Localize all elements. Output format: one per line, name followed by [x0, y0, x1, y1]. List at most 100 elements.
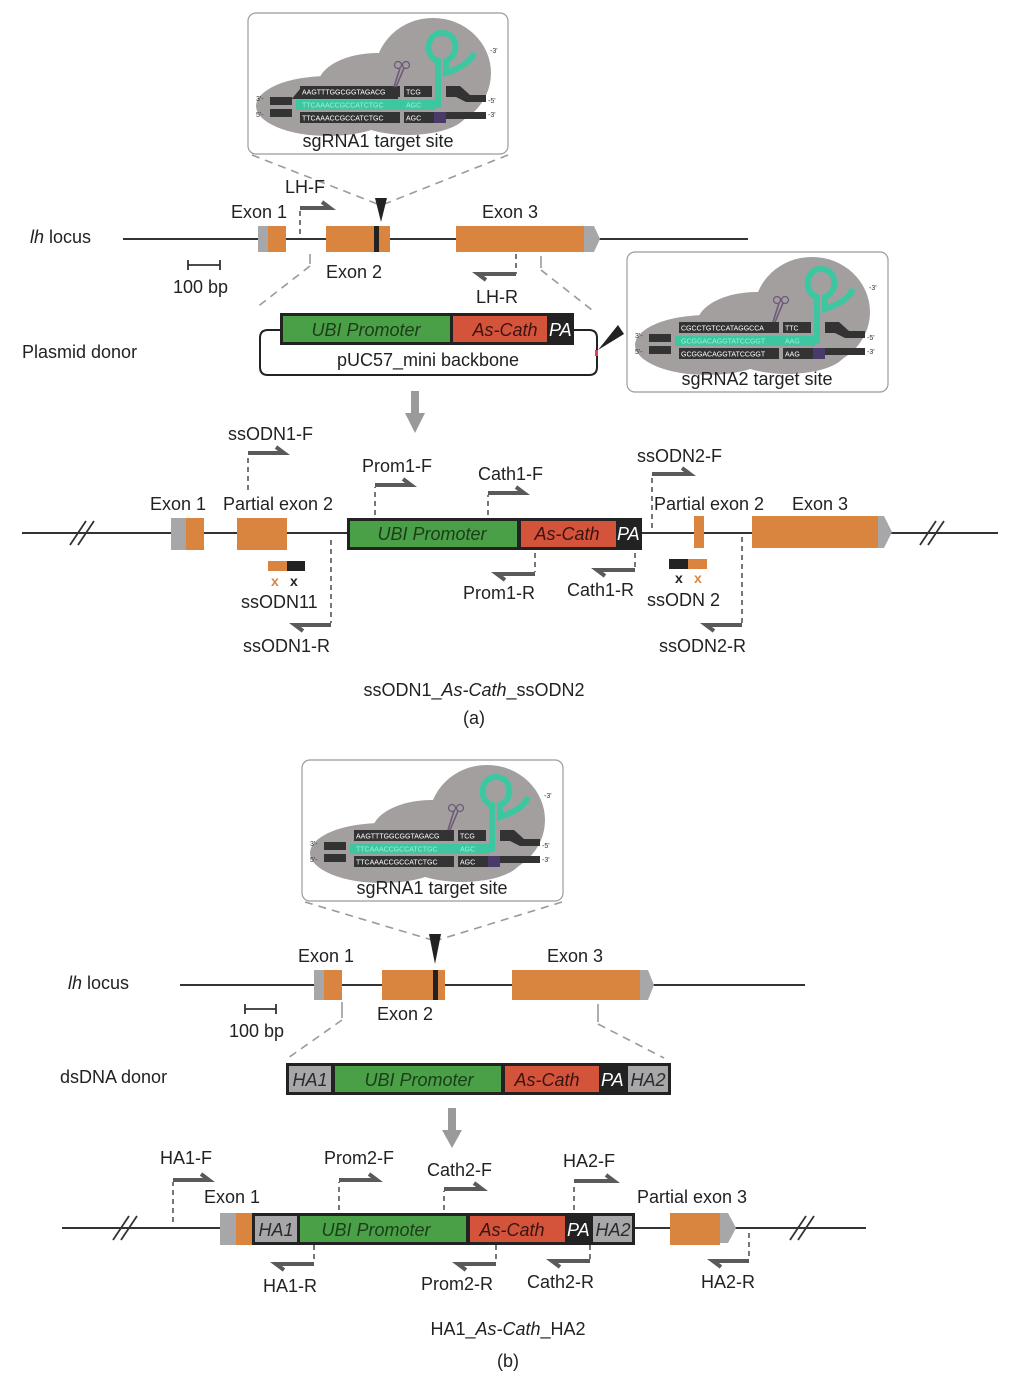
end-label-rna: -3' [544, 793, 552, 800]
exon1-box [236, 1213, 252, 1245]
ha2-label: HA2 [630, 1070, 665, 1090]
top-strand-seq: CGCCTGTCCATAGGCCA [681, 326, 764, 333]
primer-ssodn1-r-arrow-icon [289, 623, 331, 633]
ha1-label: HA1 [258, 1220, 293, 1240]
construct-name-a: ssODN1_As-Cath_ssODN2 [363, 680, 584, 701]
primer-prom2-r-arrow-icon [452, 1262, 496, 1272]
as-cath-label: As-Cath [478, 1220, 544, 1240]
primer-ssodn1-f-arrow-icon [248, 445, 290, 455]
end-label-left-bottom: 5'- [635, 349, 643, 356]
exon3-box [456, 226, 584, 252]
homology-dash-left [287, 1019, 343, 1059]
as-cath-block [453, 316, 547, 342]
bottom-strand-pam: AAG [785, 352, 800, 359]
as-cath-block [505, 1066, 599, 1092]
primer-ssodn2-f-arrow-icon [652, 466, 696, 476]
exon2-label: Exon 2 [377, 1004, 433, 1024]
partial-exon3-box [670, 1213, 720, 1245]
primer-ha2-r-arrow-icon [707, 1259, 749, 1269]
ha2-block [593, 1216, 632, 1242]
partial-exon2-left-label: Partial exon 2 [223, 494, 333, 514]
zoom-line-left [304, 901, 433, 941]
ha1-block [255, 1216, 297, 1242]
exon1-utr [171, 518, 186, 550]
homology-dash-right [597, 1023, 665, 1059]
exon2-box [326, 226, 390, 252]
break-mark-left-icon [112, 1215, 138, 1241]
homology-dash-left [255, 265, 311, 309]
ssodn1-insert-block [287, 561, 305, 571]
primer-ssodn1-r-label: ssODN1-R [243, 636, 330, 656]
partial-exon2-right-box [694, 516, 704, 548]
primer-ha1-f-arrow-icon [173, 1172, 215, 1182]
dsdna-donor-label: dsDNA donor [60, 1067, 167, 1087]
primer-ssodn2-r-label: ssODN2-R [659, 636, 746, 656]
primer-prom2-f-label: Prom2-F [324, 1148, 394, 1168]
pa-label: PA [601, 1070, 624, 1090]
ha2-label: HA2 [595, 1220, 630, 1240]
dna-duplex [270, 86, 486, 123]
end-label-rna: -3' [490, 48, 498, 55]
ssodn2-mark-orange: x [694, 570, 702, 586]
process-arrow-a-icon [405, 391, 425, 433]
primer-prom1-f-arrow-icon [375, 477, 417, 487]
guide-pam: AGC [406, 103, 421, 110]
primer-cath1-f-arrow-icon [488, 485, 530, 495]
primer-prom1-r-label: Prom1-R [463, 583, 535, 603]
primer-ssodn2-r-arrow-icon [700, 623, 742, 633]
sgrna2-pointer-icon [598, 325, 624, 350]
plasmid-donor-label: Plasmid donor [22, 342, 137, 362]
ssodn2-label: ssODN 2 [647, 590, 720, 610]
panel-label-b: (b) [497, 1351, 519, 1371]
exon1-label: Exon 1 [150, 494, 206, 514]
exon3-box [752, 516, 878, 548]
sgrna1-title: sgRNA1 target site [356, 878, 507, 898]
exon3-utr [640, 970, 654, 1000]
end-label-right-bottom: -3' [867, 349, 875, 356]
zoom-line-right [437, 901, 563, 941]
top-strand-pam: TTC [785, 326, 799, 333]
ubi-promoter-block [335, 1066, 501, 1092]
as-cath-block [521, 521, 616, 547]
scale-label: 100 bp [229, 1021, 284, 1041]
end-label-left-bottom: 5'- [310, 857, 318, 864]
exon1-label: Exon 1 [298, 946, 354, 966]
ubi-promoter-block [350, 521, 517, 547]
primer-ssodn1-f-label: ssODN1-F [228, 424, 313, 444]
primer-ha2-r-label: HA2-R [701, 1272, 755, 1292]
exon1-box [324, 970, 342, 1000]
homology-dash-right [540, 269, 593, 311]
ssodn1-mark-black: x [290, 573, 298, 589]
end-label-right-bottom: -3' [488, 112, 496, 119]
target-site-mark [374, 226, 379, 252]
guide-seq: TTCAAACCGCCATCTGC [356, 847, 438, 854]
primer-ha1-r-label: HA1-R [263, 1276, 317, 1296]
zoom-line-right [381, 154, 509, 206]
partial-exon3-label: Partial exon 3 [637, 1187, 747, 1207]
bottom-strand-seq: TTCAAACCGCCATCTGC [302, 116, 384, 123]
locus-label-b: lh locus [68, 973, 129, 993]
break-mark-left-icon [69, 520, 95, 546]
end-label-right-bottom: -3' [542, 857, 550, 864]
primer-lh-f-label: LH-F [285, 177, 325, 197]
ubi-promoter-label: UBI Promoter [321, 1220, 431, 1240]
sgrna1-title: sgRNA1 target site [302, 131, 453, 151]
backbone-label: pUC57_mini backbone [337, 350, 519, 371]
exon3-utr [720, 1213, 736, 1243]
ubi-promoter-label: UBI Promoter [311, 320, 421, 340]
pa-label: PA [549, 320, 572, 340]
locus-label-a: lh locus [30, 227, 91, 247]
scale-bar [187, 260, 221, 270]
top-strand-seq: AAGTTTGGCGGTAGACG [302, 90, 385, 97]
primer-ssodn2-f-label: ssODN2-F [637, 446, 722, 466]
plasmid-backbone-loop [259, 329, 598, 376]
guide-seq: GCGGACAGGTATCCGGT [681, 339, 766, 346]
primer-ha2-f-label: HA2-F [563, 1151, 615, 1171]
ssodn2-insert-block [669, 559, 688, 569]
exon3-label: Exon 3 [482, 202, 538, 222]
primer-ha2-f-arrow-icon [574, 1173, 620, 1183]
exon1-utr [220, 1213, 236, 1245]
bottom-strand-pam: AGC [406, 116, 421, 123]
construct-name-b: HA1_As-Cath_HA2 [430, 1319, 585, 1340]
